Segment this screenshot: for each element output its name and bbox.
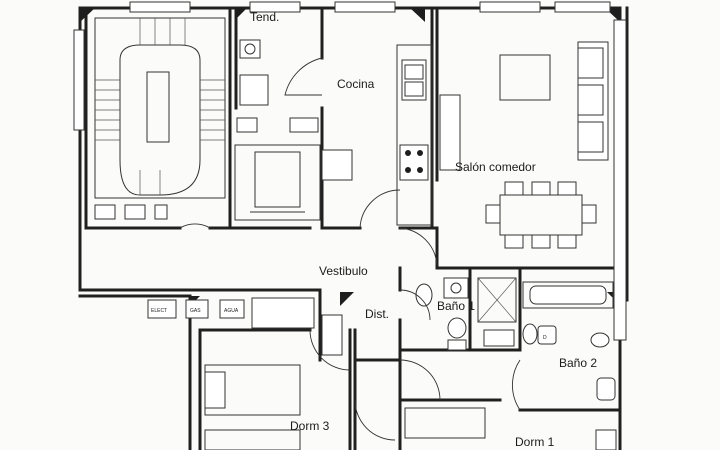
meter-agua-label: AGUA (224, 308, 239, 314)
room-label-vestibulo: Vestibulo (319, 264, 368, 278)
tendedero-fixtures (236, 39, 319, 133)
meter-cabinets: ELECT GAS AGUA (147, 297, 343, 356)
room-labels: Tend. Cocina Salón comedor Vestibulo Dis… (250, 10, 597, 449)
windows (73, 1, 627, 341)
kitchen-counter (396, 44, 461, 226)
room-label-dist: Dist. (365, 307, 389, 321)
room-label-bano-1: Baño 1 (437, 299, 475, 313)
dorm-furniture (204, 364, 617, 450)
walls (78, 6, 629, 450)
room-label-tend: Tend. (250, 10, 279, 24)
salon-furniture (485, 41, 609, 249)
meter-elect-label: ELECT (151, 308, 167, 314)
room-label-dorm-1: Dorm 1 (515, 435, 555, 449)
elevator (234, 144, 353, 221)
doors (179, 57, 521, 441)
room-label-bano-2: Baño 2 (559, 356, 597, 370)
meter-gas-label: GAS (190, 308, 201, 314)
room-label-cocina: Cocina (337, 77, 375, 91)
staircase (94, 17, 226, 220)
room-label-dorm-3: Dorm 3 (290, 419, 330, 433)
room-label-salon-comedor: Salón comedor (455, 160, 536, 174)
shower-tray-mark: D (543, 335, 547, 341)
bathroom-fixtures: D (415, 277, 616, 401)
